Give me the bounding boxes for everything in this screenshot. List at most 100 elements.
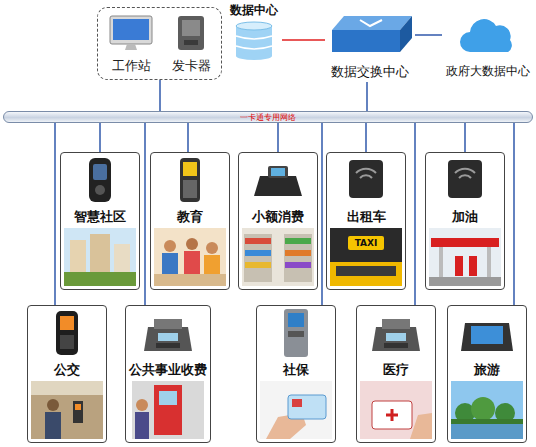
- bus-photo: [73, 401, 83, 423]
- gas-station-photo: [429, 228, 501, 286]
- node-label: 公交: [54, 362, 80, 378]
- network-link: [144, 123, 146, 305]
- node-label: 一卡通专用网络: [240, 112, 296, 123]
- utility-payment-photo: [132, 381, 204, 439]
- community-photo: [64, 228, 136, 286]
- service-box: 旅游: [447, 305, 527, 443]
- database-icon: [236, 22, 272, 30]
- pos-printer-icon: [154, 319, 182, 329]
- travel-photo: [451, 423, 523, 439]
- supermarket-photo: [285, 238, 311, 244]
- service-box: 加油: [425, 152, 505, 290]
- switch-icon: [360, 20, 382, 26]
- education-photo: [184, 251, 200, 275]
- medical-photo: [360, 381, 432, 439]
- pos-icon: [271, 168, 285, 176]
- medical-photo: [372, 401, 412, 429]
- taxi-photo: [336, 266, 396, 276]
- taxi-photo: [330, 228, 402, 286]
- handheld-icon: [183, 180, 197, 198]
- kiosk-icon: [284, 309, 308, 357]
- education-photo: [154, 228, 226, 286]
- bus-photo: [45, 412, 61, 439]
- face-terminal-icon: [95, 185, 105, 195]
- tablet-pos-icon: [461, 323, 513, 351]
- node-label-second: 发卡器: [172, 58, 211, 74]
- gov-data-cloud: 政府大数据中心: [442, 16, 534, 82]
- node-label: 政府大数据中心: [446, 64, 530, 79]
- kiosk-icon: [288, 313, 304, 327]
- database-icon: [236, 52, 272, 60]
- supermarket-photo: [242, 228, 314, 286]
- pos-printer-icon: [144, 327, 192, 351]
- kiosk-icon: [284, 309, 308, 357]
- network-link: [365, 123, 367, 152]
- node-label: 医疗: [383, 362, 409, 378]
- card-reader-icon: [448, 160, 482, 198]
- medical-photo: [360, 381, 432, 439]
- handheld-icon: [180, 158, 200, 202]
- node-label: 智慧社区: [74, 209, 126, 225]
- cloud-icon: [460, 19, 512, 52]
- network-link: [366, 82, 368, 111]
- supermarket-photo: [285, 262, 311, 268]
- community-photo: [90, 234, 110, 274]
- pos-printer-icon: [158, 333, 178, 341]
- bus-photo: [47, 399, 59, 411]
- network-link: [464, 123, 466, 152]
- face-terminal-icon: [89, 158, 111, 202]
- supermarket-photo: [245, 250, 271, 256]
- bus-photo: [75, 404, 81, 410]
- taxi-photo: [348, 236, 384, 250]
- education-photo: [164, 240, 176, 252]
- medical-photo: [386, 409, 398, 421]
- node-label: 工作站: [112, 58, 151, 74]
- service-box: 智慧社区: [60, 152, 140, 290]
- taxi-photo: [330, 228, 402, 286]
- education-photo: [154, 274, 226, 286]
- workstation-icon: [110, 16, 152, 50]
- network-link: [321, 123, 323, 305]
- community-photo: [70, 240, 86, 274]
- medical-photo: [410, 413, 432, 439]
- service-box: 医疗: [356, 305, 436, 443]
- travel-photo: [451, 381, 523, 439]
- card-reader-icon: [455, 169, 475, 178]
- workstation-icon: [125, 44, 137, 50]
- social-security-photo: [288, 395, 326, 419]
- exchange-center: 数据交换中心: [325, 8, 415, 82]
- card-reader-icon: [184, 40, 198, 45]
- community-photo: [114, 244, 130, 274]
- card-reader-icon: [178, 16, 204, 50]
- pos-printer-icon: [382, 319, 410, 329]
- node-label: 公共事业收费: [129, 362, 207, 378]
- gas-station-photo: [487, 247, 491, 277]
- node-label: 社保: [283, 362, 309, 378]
- utility-payment-photo: [159, 391, 177, 405]
- network-link: [187, 123, 189, 152]
- utility-payment-photo: [136, 399, 148, 411]
- node-label: 加油: [452, 209, 478, 225]
- node-label: 小额消费: [252, 209, 304, 225]
- data-center: 数据中心: [226, 3, 282, 65]
- database-icon: [236, 36, 272, 49]
- network-link: [159, 80, 161, 111]
- pos-icon: [254, 176, 302, 196]
- switch-icon: [332, 16, 412, 30]
- utility-payment-photo: [132, 381, 204, 439]
- kiosk-icon: [288, 331, 304, 337]
- bus-photo: [31, 381, 103, 395]
- switch-icon: [332, 30, 400, 52]
- terminal-group: 工作站 发卡器: [97, 7, 222, 80]
- education-photo: [154, 228, 226, 286]
- supermarket-photo: [242, 228, 314, 286]
- utility-payment-photo: [135, 412, 149, 439]
- pos-printer-icon: [156, 343, 180, 348]
- card-reader-icon: [182, 20, 200, 36]
- gas-station-photo: [469, 256, 477, 276]
- pos-printer-icon: [384, 343, 408, 348]
- network-link: [415, 34, 442, 36]
- pos-icon: [254, 166, 302, 196]
- gas-station-photo: [429, 277, 501, 286]
- taxi-photo: [330, 262, 402, 286]
